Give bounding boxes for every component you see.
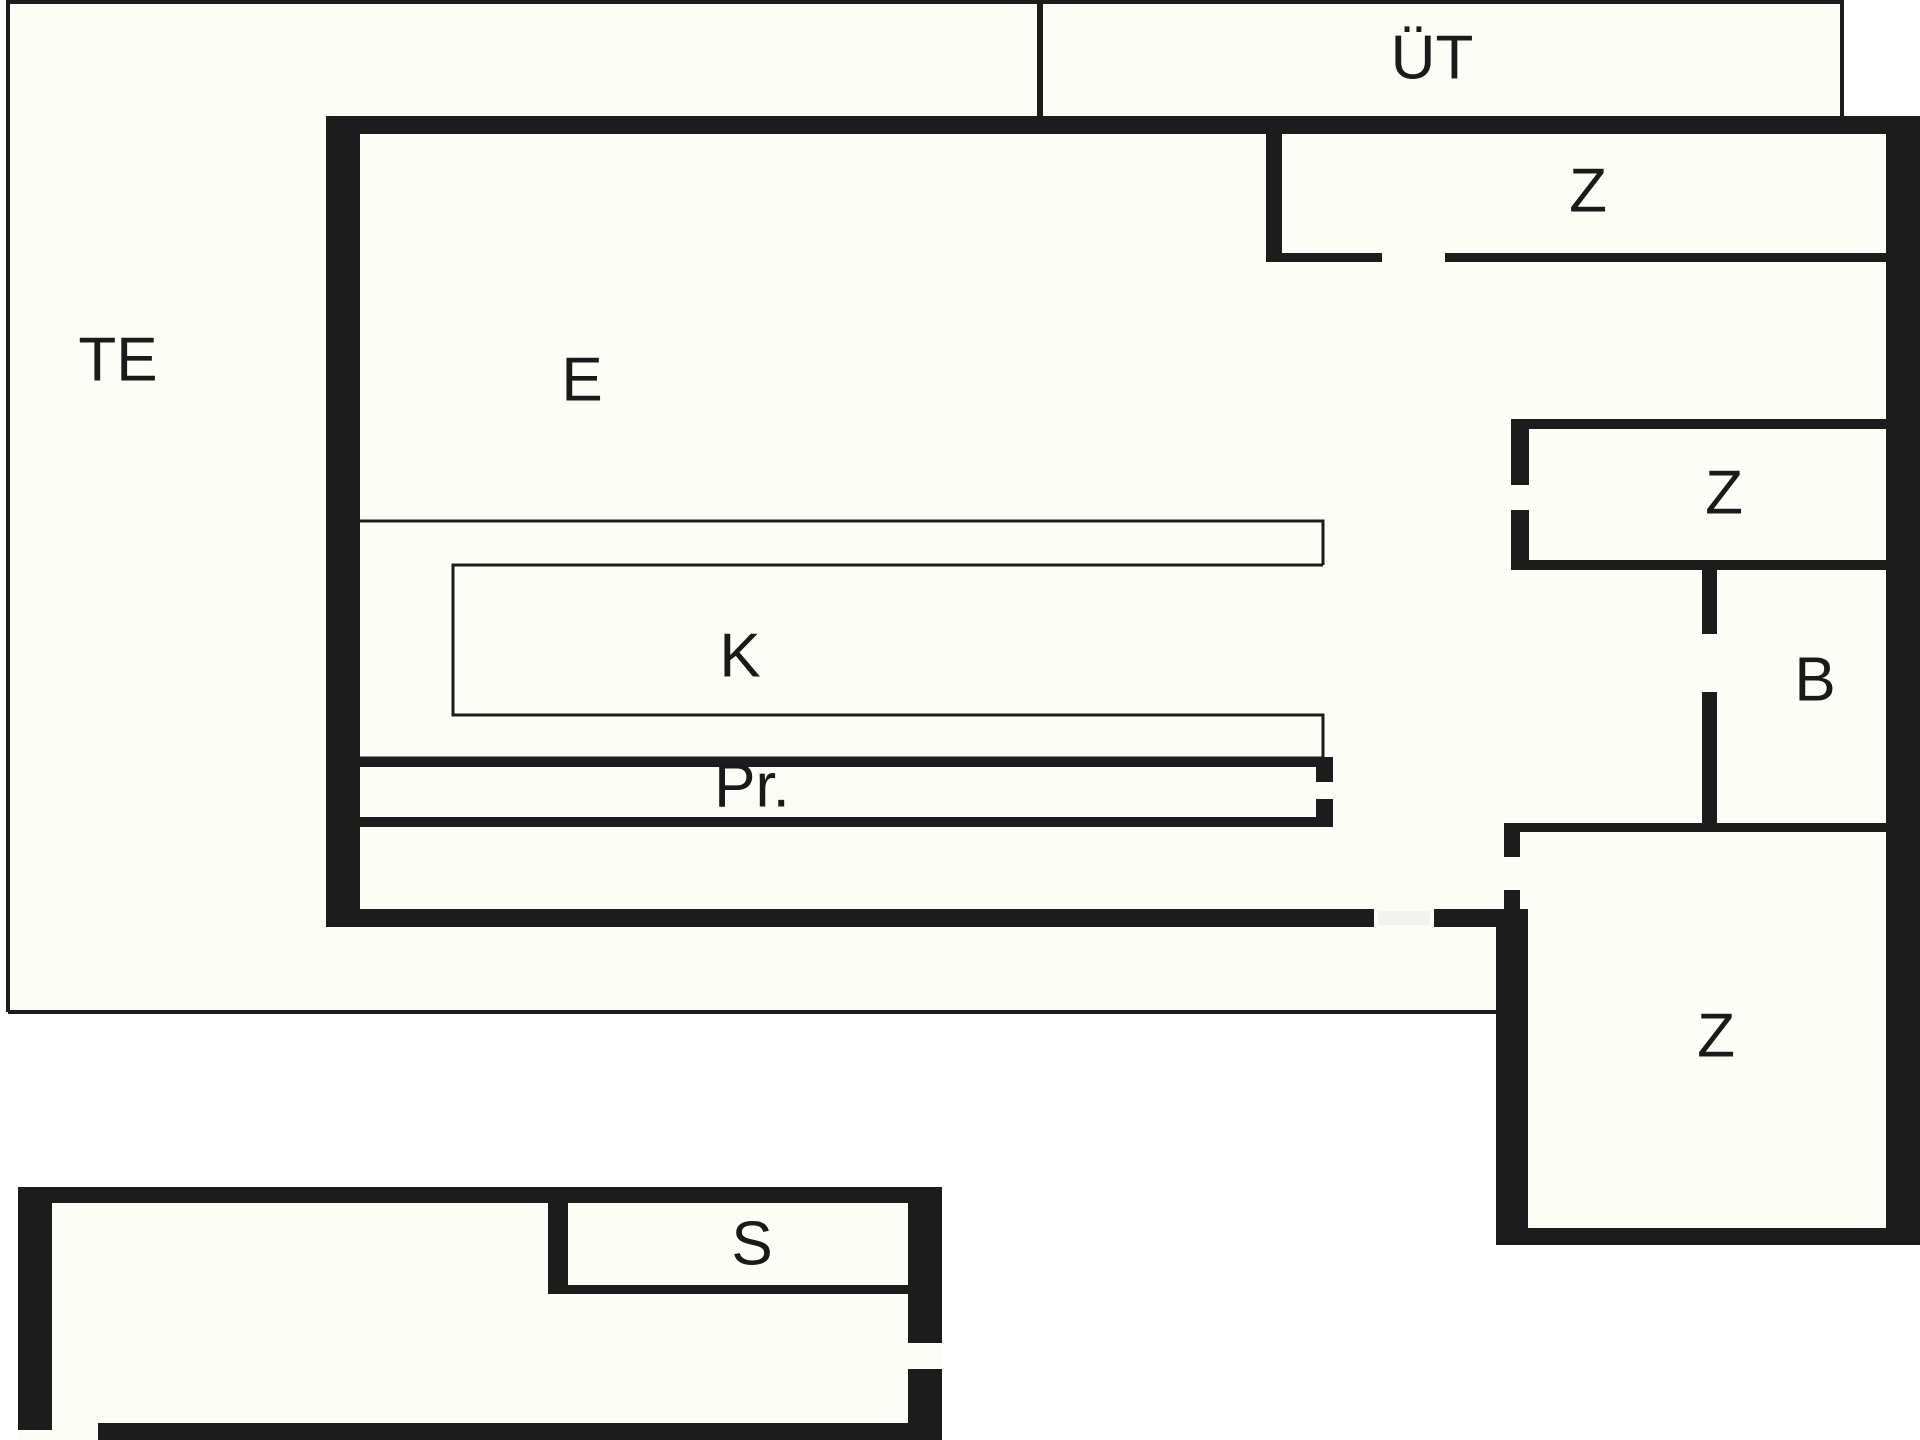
bath-wall-bottom	[1518, 823, 1887, 832]
annex-wall-bottom	[1496, 1228, 1920, 1245]
storeroom-inner-wall-left	[548, 1187, 568, 1293]
label-storage-bottom: Z	[1697, 1001, 1735, 1070]
storeroom-wall-top	[18, 1187, 942, 1203]
label-terrace: TE	[78, 325, 157, 394]
label-balcony: ÜT	[1391, 23, 1474, 92]
wall-bottom-right	[1434, 909, 1514, 927]
storage-mid-wall-top	[1511, 419, 1887, 429]
label-bath: B	[1794, 645, 1835, 714]
storage-bottom-wall-b	[1504, 890, 1520, 918]
pantry-wall-top	[360, 757, 1333, 767]
storage-mid-wall-left-a	[1511, 419, 1529, 485]
storeroom-wall-bottom	[98, 1423, 942, 1440]
storage-top-wall-left	[1266, 125, 1282, 261]
wall-bottom-left	[326, 909, 1374, 927]
storeroom-inner-wall-bottom	[548, 1285, 908, 1294]
storage-top-wall-bottom-a	[1266, 253, 1382, 262]
pantry-wall-bottom	[360, 817, 1333, 827]
label-kitchen: K	[719, 621, 760, 690]
balcony-area	[1040, 2, 1844, 125]
label-storage-middle: Z	[1705, 458, 1743, 527]
door-gap-entrance	[1378, 911, 1430, 925]
terrace-outline	[6, 0, 1844, 1012]
label-storage-top: Z	[1569, 156, 1607, 225]
storage-top-wall-bottom-b	[1445, 253, 1887, 262]
wall-left	[326, 116, 360, 927]
terrace-area	[8, 2, 1500, 1012]
kitchen-counter-lower	[451, 563, 1325, 758]
label-pantry: Pr.	[714, 751, 790, 820]
bath-wall-left-a	[1702, 570, 1717, 634]
pantry-wall-right-a	[1316, 757, 1333, 782]
storage-mid-wall-left-b	[1511, 510, 1529, 570]
bath-wall-left-b	[1702, 692, 1717, 826]
storage-mid-wall-bottom	[1511, 560, 1887, 570]
pantry-wall-right-b	[1316, 799, 1333, 827]
wall-top	[326, 116, 1920, 134]
storeroom-area	[18, 1187, 942, 1440]
storeroom-wall-left	[18, 1187, 52, 1430]
storage-annex-area	[1500, 918, 1885, 1230]
wall-right	[1886, 116, 1920, 1245]
storage-bottom-wall-a	[1504, 823, 1520, 857]
label-storeroom: S	[731, 1209, 772, 1278]
kitchen-counter-upper	[360, 519, 1325, 565]
storeroom-wall-right-a	[908, 1187, 942, 1343]
annex-wall-left	[1496, 909, 1528, 1245]
label-hall: E	[561, 345, 602, 414]
